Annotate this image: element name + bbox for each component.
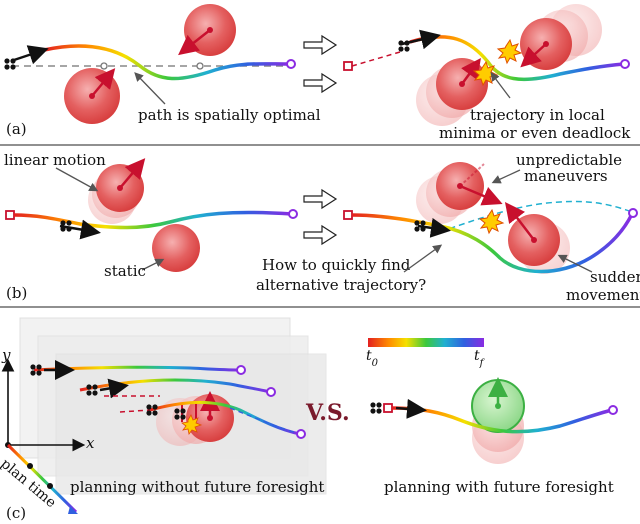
label-sudden-2: movement (566, 286, 640, 304)
transition-arrow (303, 72, 338, 94)
trajectory-curve (409, 35, 625, 82)
drone-icon (398, 40, 410, 52)
label-how-to-find-2: alternative trajectory? (256, 276, 426, 294)
label-planning-without: planning without future foresight (70, 478, 324, 496)
panel-c: y x plan time (0, 317, 618, 522)
drone-icon (146, 404, 158, 416)
start-square (383, 403, 393, 413)
drone-icon (174, 408, 186, 420)
drone-icon (60, 220, 72, 232)
start-square (5, 210, 15, 220)
vs-label: V.S. (305, 400, 350, 426)
label-local-minima-2: minima or even deadlock (439, 124, 631, 142)
panel-tag-b: (b) (6, 284, 27, 302)
goal-marker (286, 59, 296, 69)
goal-marker (608, 405, 618, 415)
collision-icon (181, 414, 203, 435)
goal-marker (628, 208, 638, 218)
label-unpredictable-2: maneuvers (524, 167, 608, 185)
colorbar-label-start: t0 (366, 348, 379, 369)
label-planning-with: planning with future foresight (384, 478, 614, 496)
drone-icon (30, 364, 42, 376)
panel-tag-a: (a) (6, 120, 27, 138)
trajectory-curve (391, 406, 613, 434)
collision-icon (472, 38, 523, 87)
panel-b: linear motion static unpredictable maneu… (4, 151, 640, 304)
drone-icon (4, 58, 16, 70)
label-linear-motion: linear motion (4, 151, 106, 169)
colorbar-label-end: tf (474, 348, 486, 369)
obstacle-ball (152, 224, 200, 272)
axis-label-y: y (1, 346, 11, 364)
label-static: static (104, 262, 146, 280)
drone-icon (86, 384, 98, 396)
label-how-to-find-1: How to quickly find (262, 256, 411, 274)
axis-label-x: x (86, 434, 95, 452)
time-colorbar (368, 338, 484, 347)
transition-arrow (303, 188, 338, 210)
label-local-minima-1: trajectory in local (470, 106, 605, 124)
drone-icon (370, 402, 382, 414)
start-arrow (13, 45, 49, 65)
drone-icon (414, 220, 426, 232)
goal-marker (620, 59, 630, 69)
trajectory-curve (43, 44, 291, 81)
label-unpredictable-1: unpredictable (516, 151, 622, 169)
collision-icon (478, 208, 505, 235)
panel-tag-c: (c) (6, 504, 26, 522)
label-sudden-1: sudden (590, 268, 640, 286)
trajectory-curve (351, 213, 634, 274)
start-square (343, 210, 353, 220)
start-square (343, 61, 353, 71)
goal-marker (288, 209, 298, 219)
transition-arrow (303, 224, 338, 246)
label-path-optimal: path is spatially optimal (138, 106, 321, 124)
plan-time-axis (6, 443, 78, 514)
panel-a: path is spatially optimal trajectory in … (4, 4, 631, 142)
transition-arrow (303, 34, 338, 56)
trajectory-curve (13, 210, 293, 230)
trajectory-curve (149, 401, 301, 436)
